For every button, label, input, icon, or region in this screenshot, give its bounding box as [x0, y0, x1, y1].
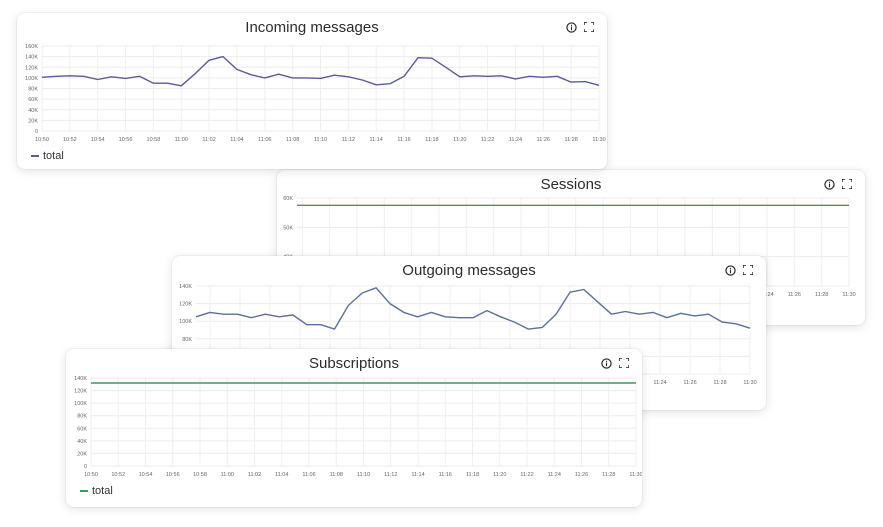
x-tick-label: 10:56 [166, 472, 180, 478]
y-tick-label: 140K [25, 55, 38, 61]
panel-incoming: Incoming messages 0 20K 40K 60K 80K 100K 120K 1… [17, 13, 607, 169]
x-tick-label: 10:54 [139, 472, 153, 478]
x-tick-label: 11:16 [439, 472, 452, 478]
x-tick-label: 11:26 [683, 380, 696, 386]
x-tick-label: 11:30 [743, 380, 756, 386]
y-tick-label: 100K [179, 319, 192, 325]
y-tick-label: 0 [35, 129, 38, 135]
x-tick-label: 11:18 [425, 137, 438, 143]
x-tick-label: 11:12 [342, 137, 355, 143]
y-tick-label: 60K [283, 196, 293, 202]
x-tick-label: 10:52 [63, 137, 77, 143]
info-icon[interactable] [823, 178, 835, 190]
y-tick-label: 60K [77, 426, 87, 432]
x-tick-label: 11:28 [602, 472, 615, 478]
x-tick-label: 11:08 [330, 472, 343, 478]
y-tick-label: 140K [179, 284, 192, 290]
y-tick-label: 120K [74, 389, 87, 395]
legend-swatch [31, 155, 39, 157]
x-tick-label: 11:20 [493, 472, 506, 478]
x-tick-label: 11:04 [275, 472, 288, 478]
y-tick-label: 80K [182, 337, 192, 343]
x-tick-label: 11:30 [842, 292, 855, 298]
y-tick-label: 120K [179, 302, 192, 308]
chart-legend[interactable]: total [80, 485, 113, 497]
legend-label: total [92, 485, 113, 497]
x-tick-label: 11:18 [466, 472, 479, 478]
x-tick-label: 11:02 [248, 472, 261, 478]
panel-actions [724, 264, 754, 276]
x-tick-label: 10:54 [91, 137, 105, 143]
panel-title: Sessions [540, 176, 602, 193]
x-tick-label: 11:14 [411, 472, 424, 478]
x-tick-label: 10:58 [193, 472, 207, 478]
info-icon[interactable] [600, 357, 612, 369]
x-tick-label: 11:22 [520, 472, 533, 478]
y-tick-label: 80K [28, 87, 38, 93]
legend-swatch [80, 490, 88, 492]
panel-subscriptions: Subscriptions 0 20K 40K 60K 80K 100K 120K 140K 1… [66, 349, 642, 507]
y-tick-label: 50K [283, 225, 293, 231]
x-tick-label: 11:06 [302, 472, 315, 478]
x-tick-label: 11:14 [370, 137, 383, 143]
x-tick-label: 11:24 [760, 292, 773, 298]
y-tick-label: 120K [25, 65, 38, 71]
y-tick-label: 100K [25, 76, 38, 82]
info-icon[interactable] [724, 264, 736, 276]
x-tick-label: 11:16 [397, 137, 410, 143]
x-tick-label: 11:02 [202, 137, 215, 143]
x-tick-label: 11:00 [175, 137, 188, 143]
x-tick-label: 11:24 [509, 137, 522, 143]
panel-title: Outgoing messages [402, 262, 536, 279]
x-tick-label: 11:22 [481, 137, 494, 143]
y-tick-label: 60K [28, 97, 38, 103]
y-tick-label: 160K [25, 44, 38, 50]
y-tick-label: 0 [84, 464, 87, 470]
y-tick-label: 20K [77, 451, 87, 457]
panel-title: Subscriptions [308, 355, 400, 372]
x-tick-label: 11:30 [592, 137, 605, 143]
x-tick-label: 11:00 [221, 472, 234, 478]
panel-actions [823, 178, 853, 190]
panel-actions [565, 21, 595, 33]
series-line [41, 55, 600, 87]
x-tick-label: 10:58 [147, 137, 161, 143]
y-tick-label: 100K [74, 401, 87, 407]
x-tick-label: 11:26 [537, 137, 550, 143]
legend-label: total [43, 150, 64, 162]
x-tick-label: 11:04 [230, 137, 243, 143]
y-tick-label: 80K [77, 414, 87, 420]
series-line [195, 287, 751, 330]
x-tick-label: 11:26 [575, 472, 588, 478]
x-tick-label: 11:26 [788, 292, 801, 298]
x-tick-label: 11:08 [286, 137, 299, 143]
panel-actions [600, 357, 630, 369]
x-tick-label: 10:50 [84, 472, 98, 478]
x-tick-label: 10:50 [35, 137, 49, 143]
x-tick-label: 11:06 [258, 137, 271, 143]
info-icon[interactable] [565, 21, 577, 33]
x-tick-label: 11:10 [357, 472, 370, 478]
x-tick-label: 10:52 [111, 472, 125, 478]
x-tick-label: 11:20 [453, 137, 466, 143]
subscriptions-chart: 0 20K 40K 60K 80K 100K 120K 140K 10:50 10:52 10:54… [74, 376, 642, 478]
incoming-chart: 0 20K 40K 60K 80K 100K 120K 140K 160K 10:50 10:52 1… [25, 44, 606, 143]
x-tick-label: 11:28 [713, 380, 726, 386]
x-tick-label: 11:30 [629, 472, 642, 478]
x-tick-label: 11:10 [314, 137, 327, 143]
x-tick-label: 11:28 [815, 292, 828, 298]
panel-title: Incoming messages [245, 19, 379, 36]
x-tick-label: 10:56 [119, 137, 133, 143]
y-tick-label: 140K [74, 376, 87, 382]
x-tick-label: 11:24 [653, 380, 666, 386]
x-tick-label: 11:12 [384, 472, 397, 478]
x-tick-label: 11:24 [548, 472, 561, 478]
y-tick-label: 40K [28, 108, 38, 114]
y-tick-label: 20K [28, 118, 38, 124]
y-tick-label: 40K [77, 439, 87, 445]
chart-legend[interactable]: total [31, 150, 64, 162]
x-tick-label: 11:28 [564, 137, 577, 143]
